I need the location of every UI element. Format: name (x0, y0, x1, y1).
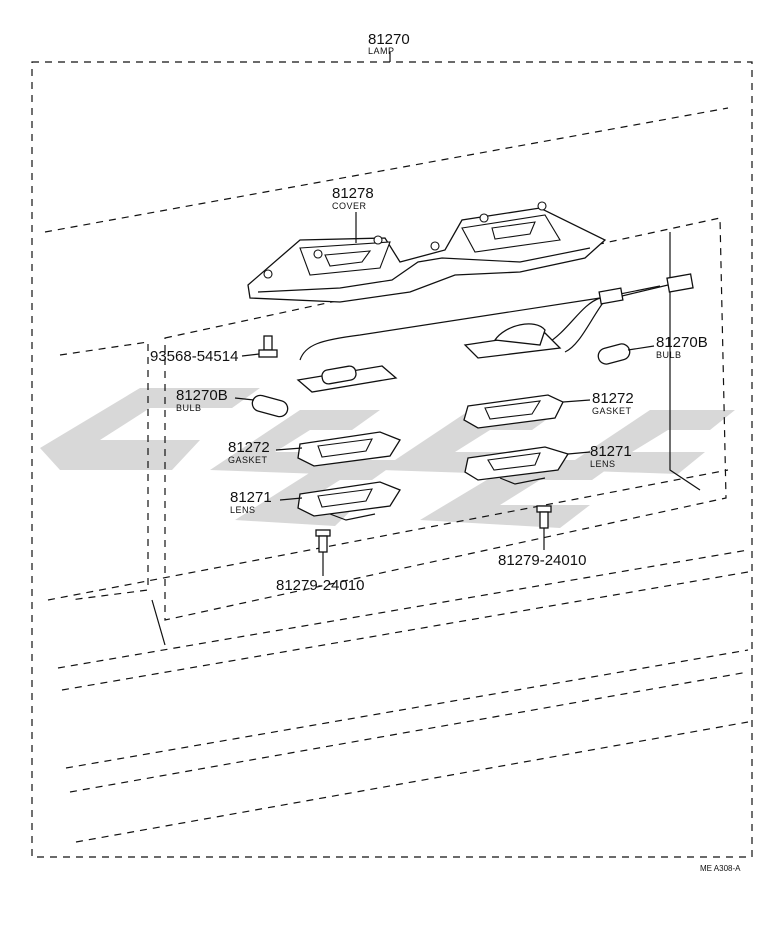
screw-left-number: 81279-24010 (276, 577, 364, 594)
screw-top-number: 93568-54514 (150, 348, 238, 365)
bulb-left (251, 394, 289, 418)
socket-plate-left (296, 365, 398, 393)
lens-left-name: LENS (230, 505, 256, 515)
lens-right (464, 446, 570, 485)
bulb-left-number: 81270B (176, 387, 228, 404)
gasket-right-leader (562, 399, 591, 403)
lens-right-number: 81271 (590, 443, 632, 460)
gasket-left-name: GASKET (228, 455, 268, 465)
gasket-left-number: 81272 (228, 439, 270, 456)
cover-number: 81278 (332, 185, 374, 202)
lens-left-number: 81271 (230, 489, 272, 506)
wire-harness (299, 273, 694, 361)
gasket-right-number: 81272 (592, 390, 634, 407)
gasket-right-name: GASKET (592, 406, 632, 416)
assembly-frame (31, 61, 753, 858)
bulb-left-leader (234, 397, 255, 401)
lens-right-name: LENS (590, 459, 616, 469)
bulb-right-number: 81270B (656, 334, 708, 351)
lens-left (297, 481, 401, 521)
screw-right-number: 81279-24010 (498, 552, 586, 569)
bulb-left-name: BULB (176, 403, 202, 413)
screw-top-leader (241, 353, 260, 357)
cover-part (247, 201, 607, 303)
socket-plate-right (463, 323, 562, 359)
diagram-code: ME A308-A (700, 864, 741, 873)
assembly-name: LAMP (368, 46, 395, 56)
gasket-left-leader (275, 447, 303, 451)
cover-name: COVER (332, 201, 367, 211)
bulb-right (597, 343, 631, 365)
screw-top (258, 335, 278, 358)
assembly-number: 81270 (368, 31, 410, 48)
bulb-right-name: BULB (656, 350, 682, 360)
bulb-right-leader (627, 345, 655, 351)
body-panel-lines (44, 107, 749, 843)
gasket-left (297, 431, 401, 467)
lens-left-leader (279, 497, 303, 501)
lens-right-leader (567, 451, 591, 455)
gasket-right (463, 394, 564, 429)
